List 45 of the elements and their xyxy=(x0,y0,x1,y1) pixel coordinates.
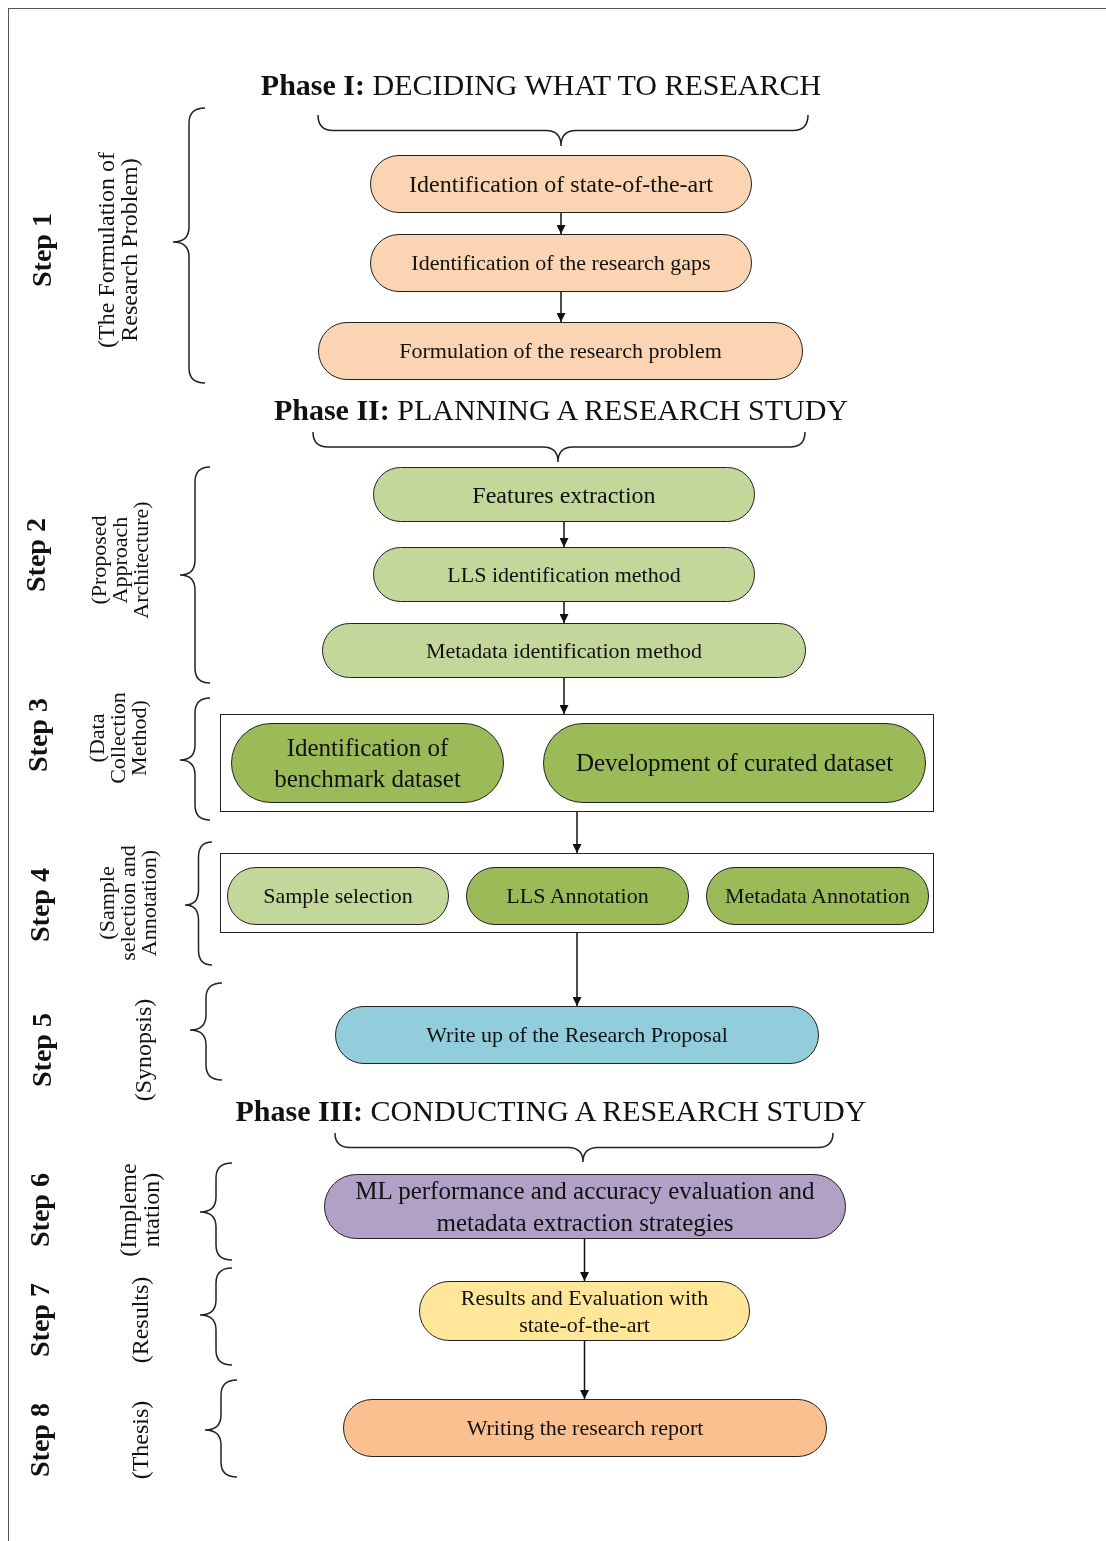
arrow xyxy=(572,932,582,1007)
step-label: Step 3 xyxy=(24,697,52,774)
phase-heading: Phase I: DECIDING WHAT TO RESEARCH xyxy=(259,68,823,102)
arrow xyxy=(559,677,569,715)
step-pill: Write up of the Research Proposal xyxy=(335,1006,819,1064)
phase-heading: Phase II: PLANNING A RESEARCH STUDY xyxy=(272,393,850,427)
step-pill: Writing the research report xyxy=(343,1399,827,1457)
arrow xyxy=(556,212,566,235)
step-pill: Development of curated dataset xyxy=(543,723,926,803)
step-pill: Results and Evaluation with state-of-the-art xyxy=(419,1281,750,1341)
step-pill: Identification of benchmark dataset xyxy=(231,723,504,803)
arrow xyxy=(580,1340,589,1400)
arrow xyxy=(559,601,569,624)
arrow xyxy=(572,811,582,854)
step-pill: Formulation of the research problem xyxy=(318,322,803,380)
step-description: (The Formulation of Research Problem) xyxy=(95,151,141,350)
step-label: Step 4 xyxy=(26,867,54,944)
step-pill: LLS identification method xyxy=(373,547,755,602)
step-description: (Impleme ntation) xyxy=(117,1162,163,1259)
step-description: (Results) xyxy=(128,1275,152,1366)
step-label: Step 2 xyxy=(22,517,50,594)
arrow xyxy=(556,291,566,323)
arrow xyxy=(580,1238,589,1282)
step-pill: Identification of the research gaps xyxy=(370,234,752,292)
arrow xyxy=(559,521,569,548)
phase-heading: Phase III: CONDUCTING A RESEARCH STUDY xyxy=(234,1094,868,1128)
step-pill: Metadata Annotation xyxy=(706,867,929,925)
group-frame xyxy=(220,714,934,812)
step-label: Step 6 xyxy=(26,1172,54,1249)
step-pill: Sample selection xyxy=(227,867,449,925)
step-pill: Identification of state-of-the-art xyxy=(370,155,752,213)
step-description: (Sample selection and Annotation) xyxy=(96,844,160,963)
step-label: Step 1 xyxy=(28,212,56,289)
step-description: (Synopsis) xyxy=(131,997,155,1104)
step-pill: LLS Annotation xyxy=(466,867,689,925)
step-description: (Data Collection Method) xyxy=(86,691,150,786)
step-label: Step 8 xyxy=(26,1402,54,1479)
step-pill: ML performance and accuracy evaluation and metadata extraction strategies xyxy=(324,1174,846,1239)
step-pill: Metadata identification method xyxy=(322,623,806,678)
step-label: Step 7 xyxy=(26,1282,54,1359)
group-frame xyxy=(220,853,934,933)
step-label: Step 5 xyxy=(28,1012,56,1089)
step-description: (Thesis) xyxy=(128,1399,152,1482)
step-description: (Proposed Approach Architecture) xyxy=(88,500,152,621)
step-pill: Features extraction xyxy=(373,467,755,522)
